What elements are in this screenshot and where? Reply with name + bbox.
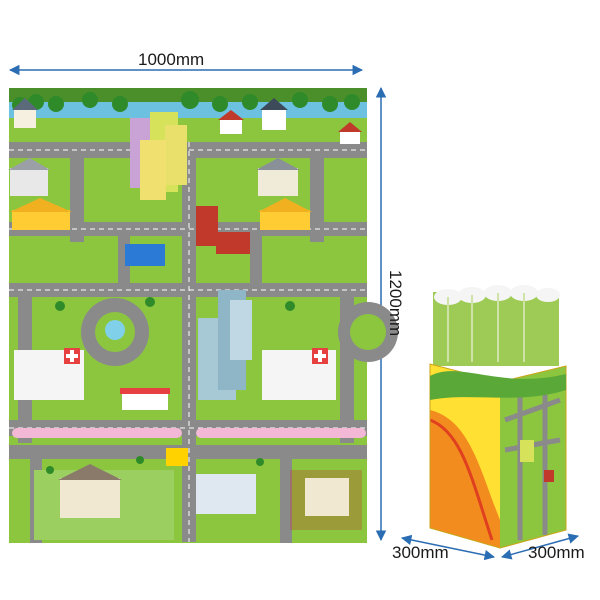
roll-depth-arrow bbox=[400, 534, 496, 561]
towers-top bbox=[130, 112, 187, 200]
red-shop bbox=[120, 388, 170, 410]
school-area bbox=[34, 464, 362, 540]
package-box bbox=[429, 363, 567, 549]
crosswalk bbox=[166, 448, 188, 466]
houses-top bbox=[12, 98, 362, 144]
blossom-trees bbox=[12, 428, 366, 438]
buildings-upper bbox=[8, 158, 312, 266]
roundabout-left bbox=[81, 298, 149, 366]
hospital-right bbox=[262, 348, 336, 400]
roll-width-arrow bbox=[500, 533, 580, 560]
mat-rolls bbox=[433, 285, 560, 366]
roundabout-right bbox=[338, 302, 398, 362]
roll-depth-label: 300mm bbox=[392, 543, 449, 562]
width-label: 1000mm bbox=[138, 50, 205, 69]
roads bbox=[9, 142, 367, 543]
height-label: 1200mm bbox=[386, 270, 405, 337]
roll-width-label: 300mm bbox=[528, 543, 585, 562]
trees-scattered bbox=[46, 297, 295, 474]
hospital-left bbox=[14, 348, 84, 400]
center-tower bbox=[198, 290, 252, 400]
